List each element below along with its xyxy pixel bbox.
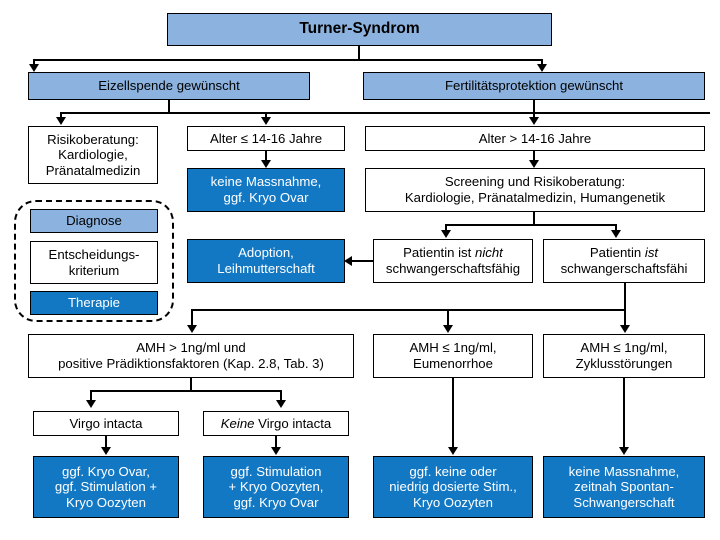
connector-root-bus [33,59,543,62]
connector-screening-left-drop [445,224,448,232]
node-fertilitaetsprotektion-gewuenscht: Fertilitätsprotektion gewünscht [363,72,705,100]
node-therapy-stimulation-kryo-oozyten: ggf. Stimulation + Kryo Oozyten, ggf. Kr… [203,456,349,518]
connector-amhhigh-stub [190,378,193,392]
node-keine-virgo-intacta: Keine Virgo intacta [203,411,349,436]
arrow-to-alter-le [260,117,271,125]
connector-root-right-drop [541,59,544,66]
arrow-to-keine-massnahme [260,160,271,168]
arrow-to-amh-eumenorrhoe [442,325,453,333]
keine-virgo-text: Keine Virgo intacta [220,415,332,431]
connector-screening-stub [533,212,536,226]
node-adoption-leihmutterschaft: Adoption, Leihmutterschaft [187,239,345,283]
connector-screening-bus [445,224,617,227]
patientin-ist-text: Patientin ist schwangerschaftsfähi [560,245,688,276]
connector-virgo-right-drop [280,390,283,403]
connector-amh-bus [191,309,626,312]
connector-keinevirgo-stub [275,436,278,450]
arrow-to-therapy-none-low [447,447,458,455]
connector-amh-right-drop [624,309,627,327]
connector-amh-left-drop [191,309,194,327]
connector-eizellspende-left-drop [60,112,63,119]
connector-eizellspende-bus [60,112,710,115]
connector-eumeno-stub [452,378,455,450]
connector-eizellspende-stub [168,100,171,114]
node-therapy-kryo-ovar-stimulation: ggf. Kryo Ovar, ggf. Stimulation + Kryo … [33,456,179,518]
connector-virgo-stub [105,436,108,450]
arrow-to-therapy-cryo-stim [100,447,111,455]
connector-altergt-stub [533,151,536,164]
connector-to-adoption [348,260,374,263]
arrow-to-patientin-nicht [440,230,451,238]
arrow-to-patientin-ist [610,230,621,238]
legend-item-entscheidungskriterium: Entscheidungs- kriterium [30,241,158,284]
arrow-to-therapy-spontan [618,447,629,455]
arrow-to-amh-zyklus [619,325,630,333]
node-patientin-ist-schwangerschaftsfaehig: Patientin ist schwangerschaftsfähi [543,239,705,283]
arrow-to-eizellspende [28,64,39,72]
arrow-to-keine-virgo-intacta [275,400,286,408]
arrow-to-virgo-intacta [85,400,96,408]
arrow-to-alter-gt [528,117,539,125]
node-keine-massnahme-kryo-ovar: keine Massnahme, ggf. Kryo Ovar [187,168,345,212]
connector-virgo-left-drop [90,390,93,403]
node-risikoberatung: Risikoberatung: Kardiologie, Pränatalmed… [28,126,158,184]
arrow-to-adoption [344,255,352,266]
node-amh-low-eumenorrhoe: AMH ≤ 1ng/ml, Eumenorrhoe [373,334,533,378]
legend-item-therapie: Therapie [30,291,158,315]
connector-screening-right-drop [615,224,618,232]
connector-patientin-ist-stub [624,283,627,311]
connector-eizellspende-right-drop [265,112,268,119]
legend-item-diagnose: Diagnose [30,209,158,233]
arrow-to-therapy-stim-cryo [270,447,281,455]
connector-amh-mid-drop [447,309,450,327]
arrow-to-amh-high [186,325,197,333]
node-alter-gt-14-16: Alter > 14-16 Jahre [365,126,705,151]
node-therapy-keine-oder-niedrig-dosierte: ggf. keine oder niedrig dosierte Stim., … [373,456,533,518]
node-turner-syndrom: Turner-Syndrom [167,13,552,46]
node-therapy-spontan-schwangerschaft: keine Massnahme, zeitnah Spontan- Schwan… [543,456,705,518]
node-patientin-nicht-schwangerschaftsfaehig: Patientin ist nicht schwangerschaftsfähi… [373,239,533,283]
connector-root-stub [358,46,361,61]
connector-fertilitaet-stub [533,100,536,119]
node-screening-risikoberatung: Screening und Risikoberatung: Kardiologi… [365,168,705,212]
connector-virgo-bus [90,390,282,393]
node-eizellspende-gewuenscht: Eizellspende gewünscht [28,72,310,100]
connector-root-left-drop [33,59,36,66]
connector-zyklus-stub [623,378,626,450]
node-virgo-intacta: Virgo intacta [33,411,179,436]
arrow-to-fertilitaetsprotektion [536,64,547,72]
patientin-nicht-text: Patientin ist nicht schwangerschaftsfähi… [385,245,521,276]
arrow-to-risikoberatung [55,117,66,125]
legend-frame [14,200,174,322]
arrow-to-screening [528,160,539,168]
node-alter-le-14-16: Alter ≤ 14-16 Jahre [187,126,345,151]
node-amh-high-positive-praediktionsfaktoren: AMH > 1ng/ml und positive Prädiktionsfak… [28,334,354,378]
node-amh-low-zyklusstoerungen: AMH ≤ 1ng/ml, Zyklusstörungen [543,334,705,378]
connector-alterle-stub [265,151,268,164]
